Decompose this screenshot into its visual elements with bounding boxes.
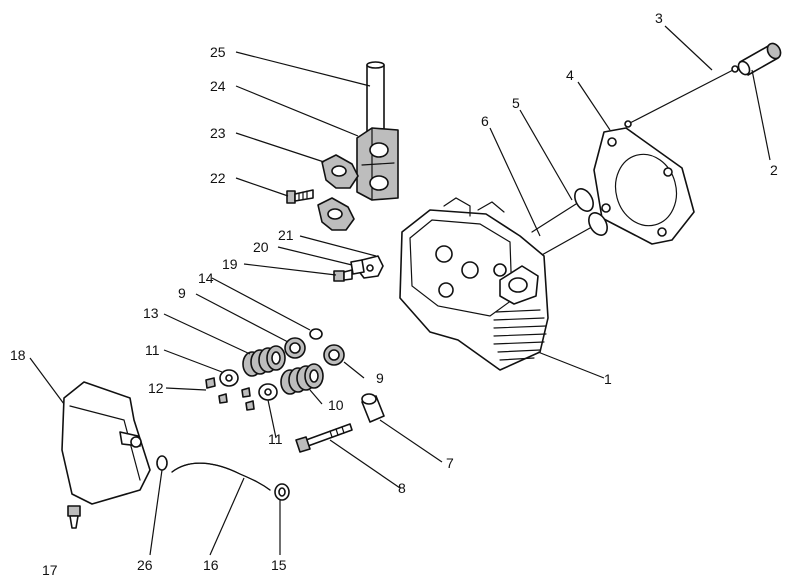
callout-13: 13 (143, 305, 159, 321)
callout-3: 3 (655, 10, 663, 26)
part-9-retainer-upper (284, 337, 306, 359)
part-17-bolt (67, 505, 81, 529)
callout-5: 5 (512, 95, 520, 111)
part-19-bolt (333, 269, 353, 282)
part-26-hose-clamp (156, 455, 168, 471)
callout-20: 20 (253, 239, 269, 255)
callout-22: 22 (210, 170, 226, 186)
part-23-rocker-arms (317, 154, 359, 231)
callout-12: 12 (148, 380, 164, 396)
callout-11-upper: 11 (145, 342, 160, 358)
callout-7: 7 (446, 455, 454, 471)
leader-lines (29, 25, 771, 556)
part-4-head-gasket (593, 127, 695, 245)
callout-16: 16 (203, 557, 219, 573)
part-5-exhaust-valve (531, 188, 594, 233)
callout-2: 2 (770, 162, 778, 178)
callout-19: 19 (222, 256, 238, 272)
part-3-pushrod (624, 65, 739, 128)
callout-4: 4 (566, 67, 574, 83)
part-16-breather-hose (171, 462, 271, 491)
callout-17: 17 (42, 562, 58, 578)
part-10-valve-spring (280, 363, 324, 395)
callout-9-lower: 9 (376, 370, 384, 386)
callout-6: 6 (481, 113, 489, 129)
callout-9-upper: 9 (178, 285, 186, 301)
callout-11-lower: 11 (268, 431, 283, 447)
callout-21: 21 (278, 227, 294, 243)
part-7-spacer (361, 393, 385, 423)
part-11-washer-lower (258, 383, 278, 401)
part-13-valve-spring (242, 345, 286, 377)
callout-14: 14 (198, 270, 214, 286)
callout-10: 10 (328, 397, 344, 413)
part-24-rocker-bracket (356, 127, 399, 201)
part-12-valve-keepers (205, 377, 255, 411)
part-11-washer-upper (219, 369, 239, 387)
part-18-valve-cover (61, 381, 151, 505)
callout-23: 23 (210, 125, 226, 141)
callout-26: 26 (137, 557, 153, 573)
part-14-valve-cap (309, 328, 323, 340)
part-22-bolt (286, 189, 314, 204)
part-1-cylinder-head (399, 197, 549, 371)
part-20-washer (350, 259, 365, 275)
callout-labels: 25 24 23 22 21 20 19 14 9 13 11 12 18 9 … (10, 10, 778, 578)
callout-15: 15 (271, 557, 287, 573)
part-2-pushrod-tube (737, 42, 782, 76)
callout-24: 24 (210, 78, 226, 94)
callout-8: 8 (398, 480, 406, 496)
part-8-head-bolt (295, 423, 353, 453)
callout-18: 18 (10, 347, 26, 363)
part-6-intake-valve (539, 212, 608, 257)
part-15-hose-clamp (274, 483, 290, 501)
part-25-pin (366, 61, 385, 136)
part-9-retainer-lower (323, 344, 345, 366)
callout-25: 25 (210, 44, 226, 60)
callout-1: 1 (604, 371, 612, 387)
